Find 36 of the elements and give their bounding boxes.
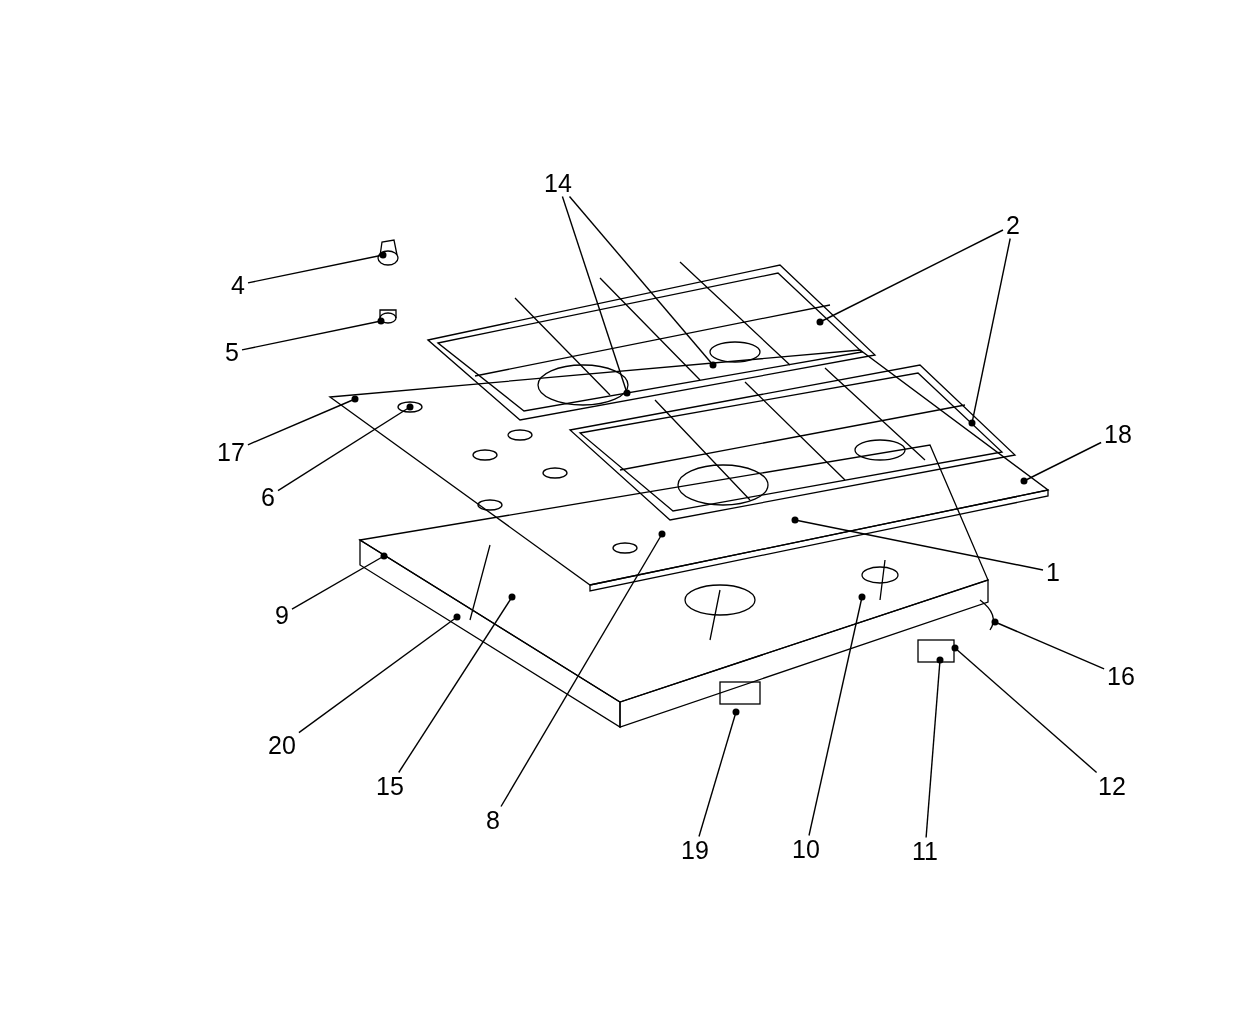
callout-number: 5 [225,339,239,365]
callout-number: 18 [1104,421,1132,447]
callout-number: 15 [376,773,404,799]
callout-number: 12 [1098,773,1126,799]
leader-line [991,618,1105,670]
leader-line [1020,441,1102,485]
callout-number: 10 [792,836,820,862]
leader-line [298,613,461,734]
leader-line [791,516,1044,571]
callout-number: 16 [1107,663,1135,689]
callout-number: 4 [231,272,245,298]
callout-number: 20 [268,732,296,758]
leader-line [291,552,388,610]
leader-line [241,317,385,351]
callout-number: 2 [1006,212,1020,238]
callout-number: 14 [544,170,572,196]
callout-number: 19 [681,837,709,863]
leader-line [951,644,1098,774]
leader-line [247,395,359,446]
callout-number: 17 [217,439,245,465]
leader-line [247,251,387,284]
leader-line [925,656,944,839]
leader-line [277,403,414,492]
callout-number: 1 [1046,559,1060,585]
leader-line [808,593,866,837]
callout-number: 8 [486,807,500,833]
callout-number: 11 [912,838,938,864]
leader-line [561,195,631,397]
callout-number: 6 [261,484,275,510]
leader-line [568,195,717,369]
leader-line [698,708,740,838]
leader-line [968,237,1011,427]
callout-number: 9 [275,602,289,628]
leader-line [500,530,666,808]
leader-line [816,229,1004,326]
leader-line [398,593,516,774]
